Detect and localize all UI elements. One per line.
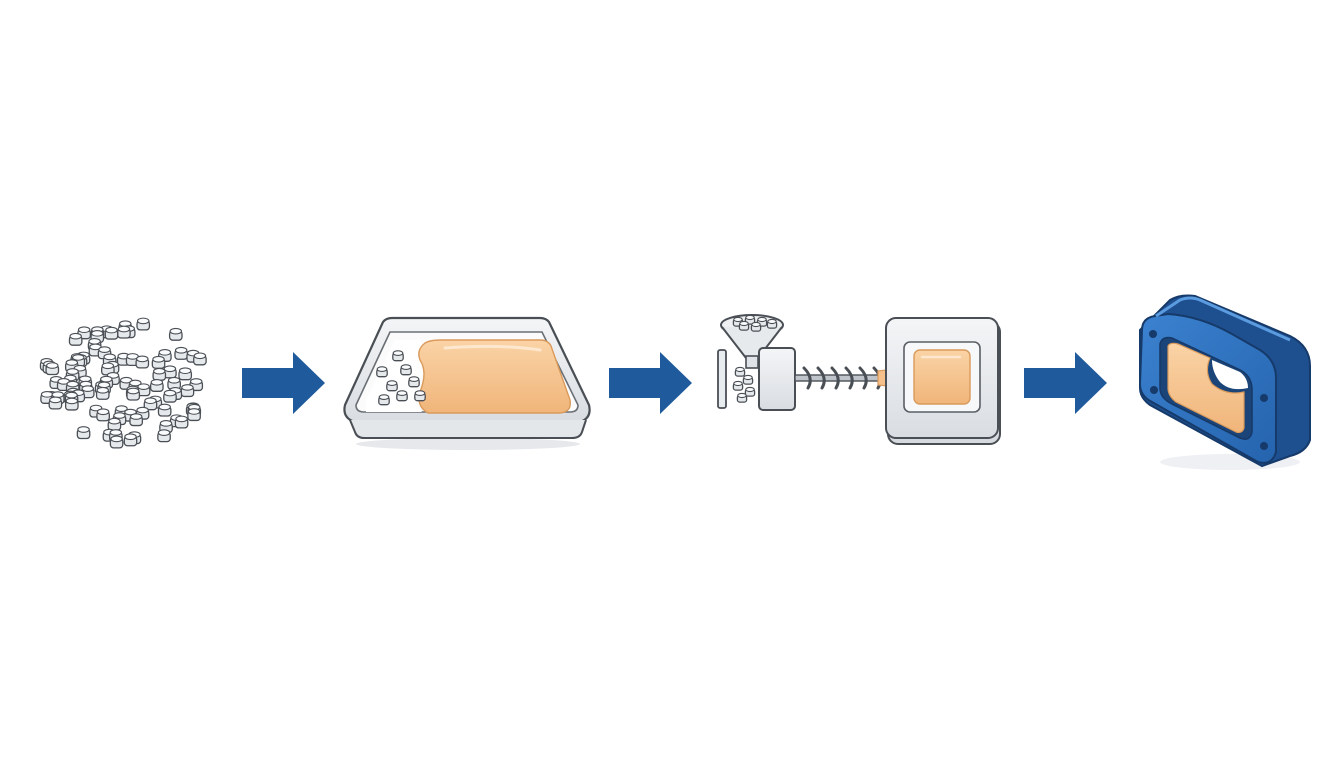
pellet (396, 390, 408, 402)
pellet (76, 426, 91, 440)
pellet (193, 352, 207, 366)
pellet (750, 321, 762, 332)
pellet (408, 376, 420, 388)
pellet (766, 318, 778, 329)
pellet (149, 378, 164, 392)
pellet (136, 317, 151, 331)
pellet (744, 386, 756, 397)
pellet (378, 394, 390, 406)
pellet (95, 386, 110, 400)
pellet (126, 387, 141, 401)
screw-flight (844, 366, 854, 390)
pellet (96, 408, 110, 422)
melt-pool (418, 339, 571, 414)
pellet (104, 326, 119, 340)
pellet (742, 374, 754, 385)
pellet (187, 408, 201, 422)
pellet (178, 367, 193, 381)
injection-molding-machine-icon (717, 314, 1001, 445)
pellet (734, 366, 746, 377)
pellet (68, 332, 83, 346)
pellet (101, 362, 115, 376)
pellet (123, 433, 138, 447)
pellet (135, 355, 150, 369)
pellet (174, 415, 189, 429)
pellet (167, 376, 181, 390)
pellet (151, 355, 166, 369)
part-inner-melt (1167, 342, 1245, 434)
pellet (736, 392, 748, 403)
pellet (756, 316, 768, 327)
pellet (157, 403, 172, 417)
pellet (107, 417, 122, 431)
hopper-pellets (732, 314, 778, 332)
arrow-icon-2 (609, 352, 692, 414)
pellet (386, 380, 398, 392)
bolt-hole-icon (1150, 386, 1158, 394)
pellet (117, 325, 131, 339)
pellet (129, 413, 144, 427)
pellet (392, 350, 404, 362)
pellet (152, 367, 167, 381)
pellet (400, 364, 412, 376)
melting-tray-icon (343, 316, 591, 450)
mold-cavity-melt (913, 349, 971, 405)
screw-flight (802, 366, 812, 390)
molded-blue-part-icon (1138, 294, 1311, 470)
pellet (109, 435, 124, 449)
pellet (163, 365, 177, 379)
pellet (143, 397, 158, 411)
pellet (157, 429, 171, 443)
bolt-hole-icon (1260, 394, 1268, 402)
pellet (376, 366, 388, 378)
bolt-hole-icon (1149, 330, 1157, 338)
plastic-pellets-icon (39, 317, 207, 449)
bolt-hole-icon (1260, 442, 1268, 450)
screw-flight (830, 366, 840, 390)
pellet (163, 389, 177, 403)
screw-flight (816, 366, 826, 390)
pellet (738, 320, 750, 331)
pellet (168, 327, 183, 341)
pellet (64, 397, 79, 411)
pellet (45, 362, 60, 376)
pellet (48, 396, 63, 410)
pellet (180, 384, 195, 398)
mold-block-icon (885, 317, 1001, 445)
screw-flight (858, 366, 868, 390)
pellet (732, 380, 744, 391)
pellet (414, 390, 426, 402)
arrow-icon-1 (242, 352, 325, 414)
tray-pellets (376, 350, 426, 406)
barrel-pellets (732, 366, 756, 403)
hopper-icon (720, 314, 784, 369)
pellet (174, 346, 189, 360)
arrow-icon-3 (1024, 352, 1107, 414)
